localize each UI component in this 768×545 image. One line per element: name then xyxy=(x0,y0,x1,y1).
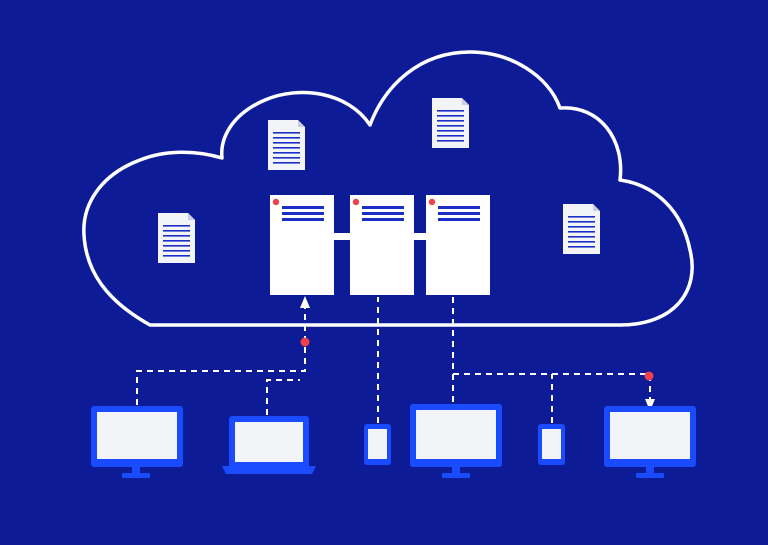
connection-desktop-1 xyxy=(136,305,306,405)
connection-laptop-1 xyxy=(266,379,300,415)
server-3 xyxy=(426,195,490,295)
laptop-1-icon xyxy=(222,416,316,474)
cloud-outline xyxy=(82,50,694,327)
document-3-icon xyxy=(432,98,469,148)
phone-1-icon xyxy=(364,424,391,465)
server-link-2 xyxy=(413,233,427,240)
document-4-icon xyxy=(563,204,600,254)
phone-2-icon xyxy=(538,424,565,465)
status-dot xyxy=(352,198,360,206)
arrow-up-icon xyxy=(300,296,310,308)
connection-desktop-3 xyxy=(453,373,651,400)
server-link-1 xyxy=(333,233,351,240)
document-2-icon xyxy=(268,120,305,170)
arrow-down-icon xyxy=(645,399,655,411)
desktop-3-icon xyxy=(604,406,696,478)
data-packet-dot-2 xyxy=(644,371,654,381)
desktop-1-icon xyxy=(91,406,183,478)
server-2 xyxy=(350,195,414,295)
status-dot xyxy=(428,198,436,206)
desktop-2-icon xyxy=(410,404,502,478)
document-1-icon xyxy=(158,213,195,263)
data-packet-dot-1 xyxy=(300,337,310,347)
server-1 xyxy=(270,195,334,295)
status-dot xyxy=(272,198,280,206)
